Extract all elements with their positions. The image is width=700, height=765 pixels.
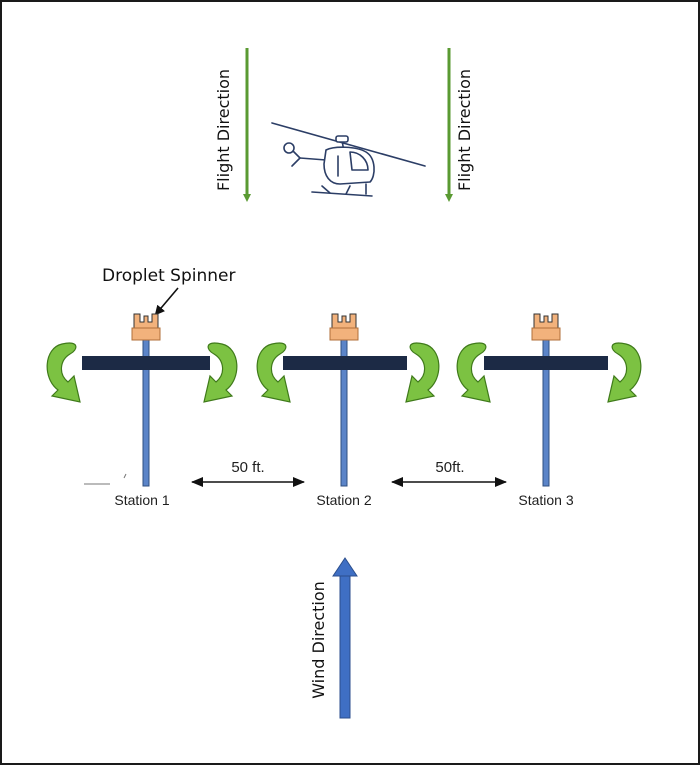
station-1 xyxy=(46,313,238,487)
droplet-spinner-cup xyxy=(531,313,561,341)
stray-mark xyxy=(84,473,127,485)
station-3 xyxy=(456,313,642,487)
droplet-spinner-cup xyxy=(131,313,161,341)
droplet-spinner-pointer xyxy=(154,287,179,316)
droplet-spinner-cup xyxy=(329,313,359,341)
flight-direction-label-left: Flight Direction xyxy=(214,69,233,191)
wind-direction-arrow xyxy=(332,557,358,719)
wind-direction-label: Wind Direction xyxy=(309,581,328,699)
station-platform xyxy=(283,356,407,370)
rotation-arrow-icon xyxy=(256,342,291,403)
rotation-arrow-icon xyxy=(607,342,642,403)
station-3-label: Station 3 xyxy=(518,492,573,508)
station-1-label: Station 1 xyxy=(114,492,169,508)
flight-direction-label-right: Flight Direction xyxy=(455,69,474,191)
droplet-spinner-label: Droplet Spinner xyxy=(102,266,235,286)
station-2 xyxy=(256,313,440,487)
distance-label-2: 50ft. xyxy=(435,459,464,476)
rotation-arrow-icon xyxy=(203,342,238,403)
rotation-arrow-icon xyxy=(46,342,81,403)
station-platform xyxy=(82,356,210,370)
helicopter-icon xyxy=(271,122,426,197)
distance-label-1: 50 ft. xyxy=(231,459,264,476)
station-platform xyxy=(484,356,608,370)
rotation-arrow-icon xyxy=(405,342,440,403)
station-2-label: Station 2 xyxy=(316,492,371,508)
rotation-arrow-icon xyxy=(456,342,491,403)
